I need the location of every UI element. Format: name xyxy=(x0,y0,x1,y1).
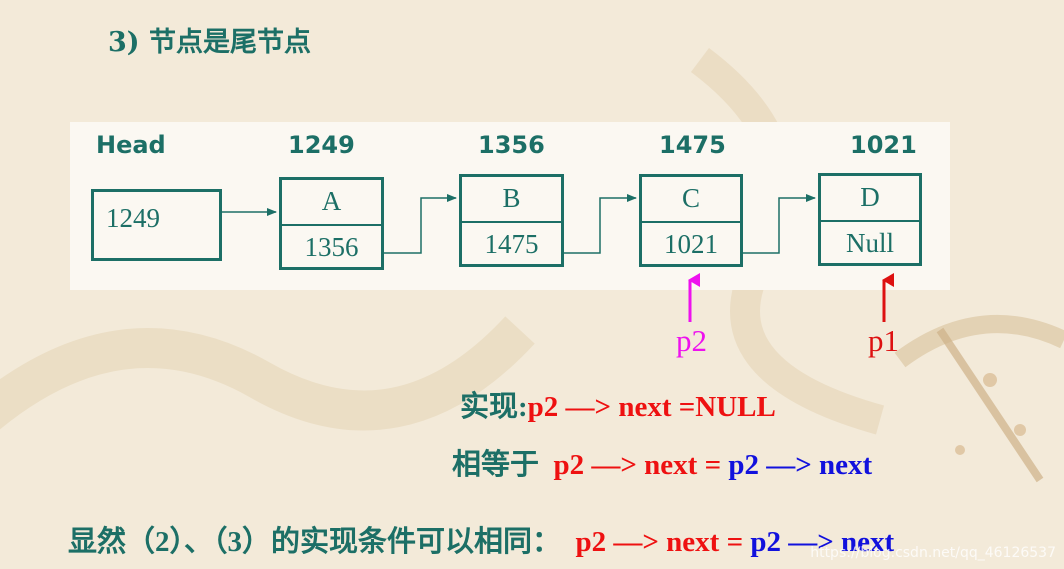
conclusion-rhs: p2 —> next xyxy=(750,526,895,558)
node-b-divider xyxy=(462,221,561,223)
p2-label: p2 xyxy=(676,323,707,358)
c-to-d-arrow xyxy=(743,194,816,254)
node-c-divider xyxy=(642,221,740,223)
node-c: C 1021 xyxy=(639,174,743,267)
slide-title: 3) 节点是尾节点 xyxy=(108,27,311,58)
node-d-next: Null xyxy=(845,228,894,258)
node-c-next: 1021 xyxy=(664,229,718,259)
implementation-prefix: 实现: xyxy=(460,391,528,423)
implementation-line: 实现:p2 —> next =NULL xyxy=(460,383,776,425)
equivalent-rhs: p2 —> next xyxy=(728,449,873,481)
node-b-data: B xyxy=(502,183,521,213)
head-box: 1249 xyxy=(91,189,222,261)
equivalent-line: 相等于 p2 —> next = p2 —> next xyxy=(452,441,872,483)
node-a-data: A xyxy=(321,186,342,216)
node-a: A 1356 xyxy=(279,177,384,270)
watermark: https://blog.csdn.net/qq_46126537 xyxy=(810,545,1056,561)
implementation-code: p2 —> next =NULL xyxy=(527,391,776,423)
head-value: 1249 xyxy=(106,203,160,233)
p1-label: p1 xyxy=(868,323,899,358)
node-c-data: C xyxy=(681,183,700,213)
node-b: B 1475 xyxy=(459,174,564,267)
node-d-address: 1021 xyxy=(850,131,917,159)
equivalent-lhs: p2 —> next = xyxy=(553,449,722,481)
conclusion-lhs: p2 —> next = xyxy=(575,526,744,558)
node-d-data: D xyxy=(860,182,880,212)
node-c-address: 1475 xyxy=(659,131,726,159)
conclusion-line: 显然（2）、（3）的实现条件可以相同： p2 —> next = p2 —> n… xyxy=(68,518,894,560)
node-a-divider xyxy=(282,224,381,226)
node-b-address: 1356 xyxy=(478,131,545,159)
b-to-c-arrow xyxy=(564,194,637,254)
equivalent-prefix: 相等于 xyxy=(452,449,540,481)
node-d-divider xyxy=(821,220,919,222)
node-a-next: 1356 xyxy=(304,232,359,262)
node-d: D Null xyxy=(818,173,922,266)
conclusion-text: 显然（2）、（3）的实现条件可以相同： xyxy=(68,526,562,558)
head-label: Head xyxy=(96,131,166,159)
node-a-address: 1249 xyxy=(288,131,355,159)
node-b-next: 1475 xyxy=(484,229,539,259)
a-to-b-arrow xyxy=(384,194,457,254)
